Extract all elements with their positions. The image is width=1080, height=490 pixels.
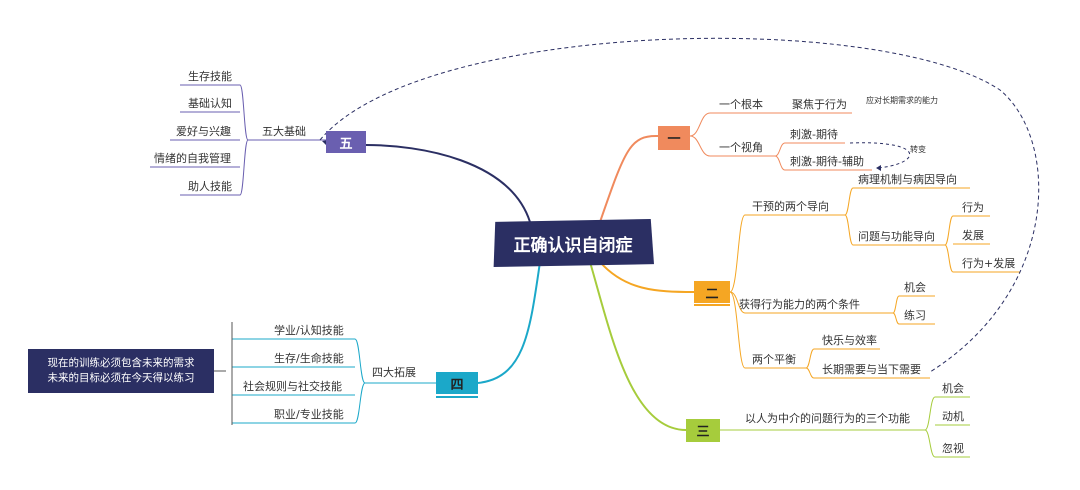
orient-b-item-3[interactable]: 行为+发展 <box>962 257 1016 270</box>
three-item-1[interactable]: 机会 <box>942 382 964 395</box>
five-item-3[interactable]: 爱好与兴趣 <box>176 125 231 138</box>
connector-center-one <box>599 134 659 223</box>
connector-center-four <box>477 261 541 384</box>
branch-four-badge[interactable]: 四 <box>436 372 478 394</box>
branch-four-note[interactable]: 现在的训练必须包含未来的需求 未来的目标必须在今天得以练习 <box>28 349 214 393</box>
connector-center-five <box>365 144 531 223</box>
branch-one-view-b[interactable]: 刺激-期待-辅助 <box>790 155 864 168</box>
balance-item-2[interactable]: 长期需要与当下需要 <box>822 363 921 376</box>
branch-four-label[interactable]: 四大拓展 <box>372 366 416 379</box>
connector-center-three <box>589 261 687 431</box>
three-item-3[interactable]: 忽视 <box>942 442 964 455</box>
cond-item-2[interactable]: 练习 <box>904 309 926 322</box>
branch-two-cond-label[interactable]: 获得行为能力的两个条件 <box>739 298 860 311</box>
five-item-1[interactable]: 生存技能 <box>188 70 232 83</box>
connector-center-two <box>599 261 695 293</box>
transition-label: 转变 <box>910 145 926 154</box>
branch-two-balance-label[interactable]: 两个平衡 <box>752 353 796 366</box>
note-line-1: 现在的训练必须包含未来的需求 <box>47 357 195 369</box>
branch-three-badge[interactable]: 三 <box>686 419 720 441</box>
branch-two-badge[interactable]: 二 <box>694 281 730 303</box>
three-item-2[interactable]: 动机 <box>942 410 964 423</box>
branch-one-root-label[interactable]: 一个根本 <box>719 98 763 111</box>
branch-one-view-label[interactable]: 一个视角 <box>719 141 763 154</box>
branch-one-badge[interactable]: 一 <box>658 126 690 148</box>
dashed-relation-transition <box>849 142 911 169</box>
cond-item-1[interactable]: 机会 <box>904 281 926 294</box>
four-item-2[interactable]: 生存/生命技能 <box>274 352 344 365</box>
branch-one-root-value[interactable]: 聚焦于行为 <box>792 98 847 111</box>
four-item-4[interactable]: 职业/专业技能 <box>274 408 344 421</box>
branch-three-label[interactable]: 以人为中介的问题行为的三个功能 <box>745 412 910 425</box>
balance-item-1[interactable]: 快乐与效率 <box>822 334 877 347</box>
branch-two-orient-label[interactable]: 干预的两个导向 <box>752 200 829 213</box>
four-item-1[interactable]: 学业/认知技能 <box>274 324 344 337</box>
note-line-2: 未来的目标必须在今天得以练习 <box>47 372 195 384</box>
orient-b-item-1[interactable]: 行为 <box>962 201 984 214</box>
branch-two-orient-b[interactable]: 问题与功能导向 <box>858 230 935 243</box>
branch-two-orient-a[interactable]: 病理机制与病因导向 <box>858 173 957 186</box>
long-term-label: 应对长期需求的能力 <box>866 96 938 105</box>
branch-one-view-a[interactable]: 刺激-期待 <box>790 128 838 141</box>
branch-five-label[interactable]: 五大基础 <box>262 125 306 138</box>
branch-five-badge[interactable]: 五 <box>326 131 366 153</box>
dashed-relation-long-term <box>319 37 1040 373</box>
orient-b-item-2[interactable]: 发展 <box>962 229 984 242</box>
four-item-3[interactable]: 社会规则与社交技能 <box>243 380 342 393</box>
five-item-2[interactable]: 基础认知 <box>188 97 232 110</box>
five-item-4[interactable]: 情绪的自我管理 <box>154 152 231 165</box>
center-topic[interactable]: 正确认识自闭症 <box>493 219 654 267</box>
five-item-5[interactable]: 助人技能 <box>188 180 232 193</box>
